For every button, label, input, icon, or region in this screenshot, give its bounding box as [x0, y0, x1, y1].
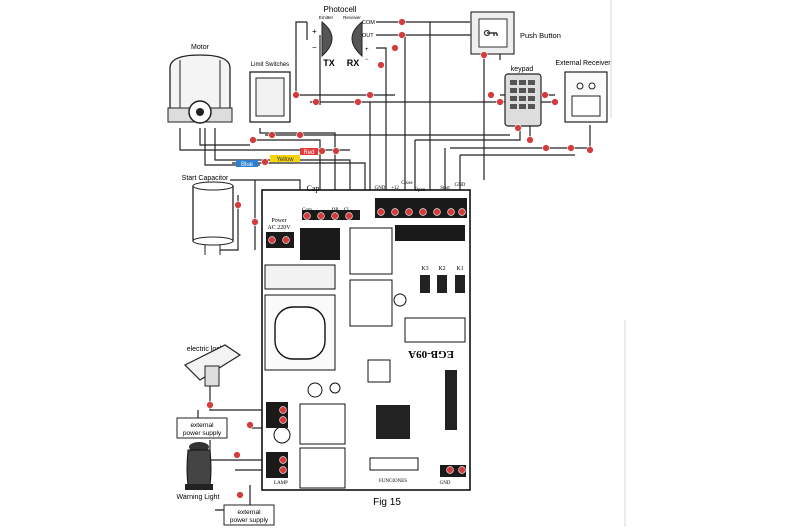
gnd3-label: GND	[440, 481, 451, 486]
svg-text:−: −	[365, 57, 369, 63]
external-receiver: External Receiver	[555, 60, 611, 123]
com-terminal-label: COM	[362, 20, 375, 26]
svg-text:+: +	[312, 27, 317, 36]
motor-label: Motor	[191, 44, 210, 51]
relay-1	[349, 227, 393, 275]
ext-supply-1-line1: external	[190, 422, 214, 429]
figure-caption: Fig 15	[373, 497, 401, 508]
relay-4	[299, 447, 346, 489]
lock-body	[183, 344, 242, 381]
k1-label: K1	[456, 266, 463, 272]
svg-text:+: +	[365, 47, 369, 53]
relay-3	[299, 403, 346, 445]
motor: Motor	[167, 44, 233, 124]
yellow-wire-label: Yellow	[276, 157, 294, 163]
blue-wire-tag	[236, 160, 258, 167]
start-capacitor: Start Capacitor	[182, 175, 234, 255]
keypad-label: keypad	[511, 66, 534, 73]
blue-wire-label: Blue	[241, 162, 254, 168]
wires	[179, 21, 591, 511]
power-label-2: AC 220V	[267, 225, 291, 231]
warning-light: Warning Light	[177, 442, 220, 501]
svg-text:−: −	[312, 43, 317, 52]
gnd2-label: GND	[455, 183, 466, 188]
external-power-supply-1: external power supply	[176, 417, 228, 439]
power-label-1: Power	[271, 218, 286, 224]
k2-label: K2	[438, 266, 445, 272]
ext-supply-2-line2: power supply	[230, 517, 269, 524]
limit-switches-label: Limit Switches	[251, 62, 289, 68]
start-label: Start	[440, 186, 450, 191]
board-model-label: EGB-09A	[408, 348, 454, 360]
funciones-label: FUNCIONES	[379, 479, 407, 484]
out-terminal-label: OUT	[362, 33, 374, 39]
capacitor-body	[192, 185, 234, 242]
push-button: Push Button	[470, 11, 561, 55]
push-button-label: Push Button	[520, 31, 561, 40]
start-capacitor-label: Start Capacitor	[182, 175, 229, 182]
receiver-label: Receiver	[343, 15, 361, 20]
ext-supply-2-line1: external	[237, 509, 261, 516]
red-wire-tag	[300, 148, 318, 155]
external-receiver-label: External Receiver	[555, 60, 611, 67]
rx-label: RX	[347, 58, 360, 68]
tx-label: TX	[323, 58, 335, 68]
photocell-label: Photocell	[324, 5, 357, 14]
open-label: Open	[415, 188, 426, 193]
motor-body	[169, 54, 231, 111]
ext-supply-1-line2: power supply	[183, 430, 222, 437]
push-button-face	[478, 18, 508, 48]
v12-label: +12	[391, 186, 399, 191]
k3-label: K3	[421, 266, 428, 272]
cap-label: Cap	[307, 184, 320, 193]
emitter-label: Emitter	[319, 15, 334, 20]
electric-lock-label: electric lock	[187, 346, 224, 353]
photocell-tx-shape	[321, 20, 333, 58]
wire-labels: Blue Yellow Red	[236, 148, 318, 168]
photocell: Photocell Emitter Receiver + − TX RX COM…	[312, 5, 375, 68]
relay-2	[349, 279, 393, 327]
warning-light-body	[186, 449, 212, 486]
red-wire-label: Red	[303, 150, 314, 156]
electric-lock: electric lock	[183, 344, 242, 387]
limit-switches: Limit Switches	[249, 62, 291, 123]
yellow-wire-tag	[270, 155, 300, 162]
control-board: Cap Com OP CL GND +12 Close Open Start G…	[261, 181, 471, 491]
external-power-supply-2: external power supply	[223, 504, 275, 526]
mcu-chip	[376, 405, 410, 439]
keypad: keypad	[504, 66, 542, 127]
warning-light-label: Warning Light	[177, 494, 220, 501]
terminal-markers	[206, 18, 594, 499]
lamp-label: LAMP	[274, 481, 288, 486]
gnd-label: GND	[375, 186, 386, 191]
close-label: Close	[401, 181, 413, 186]
photocell-rx-shape	[351, 20, 363, 58]
